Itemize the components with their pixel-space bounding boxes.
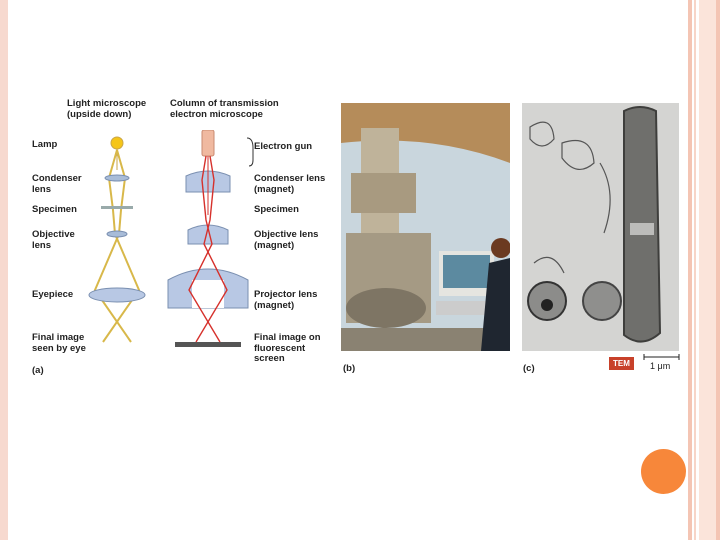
microscope-comparison-diagram (85, 130, 255, 360)
tem-column-diagram (168, 130, 248, 347)
lamp-icon (111, 137, 123, 149)
panel-b-letter: (b) (343, 363, 355, 374)
condenser-lens-label: Condenser lens (32, 174, 82, 195)
panel-a-letter: (a) (32, 365, 44, 376)
projector-lens-label: Projector lens (magnet) (254, 290, 317, 311)
final-image-screen-label: Final image on fluorescent screen (254, 333, 321, 365)
scale-bar (643, 353, 680, 361)
tem-specimen-label: Specimen (254, 205, 299, 216)
objective-lens-icon (107, 231, 127, 237)
scale-bar-label: 1 μm (650, 361, 670, 371)
left-border (0, 0, 8, 540)
light-microscope-heading: Light microscope (upside down) (67, 99, 146, 120)
decorative-orange-circle (641, 449, 686, 494)
condenser-magnet-label: Condenser lens (magnet) (254, 174, 325, 195)
tem-badge: TEM (609, 357, 634, 370)
objective-lens-label: Objective lens (32, 230, 75, 251)
light-microscope-diagram (89, 137, 145, 342)
electron-gun-icon (202, 130, 214, 156)
tem-micrograph (522, 103, 679, 351)
fluorescent-screen-icon (175, 342, 241, 347)
lamp-label: Lamp (32, 140, 57, 151)
tem-column-heading: Column of transmission electron microsco… (170, 99, 279, 120)
eyepiece-label: Eyepiece (32, 290, 73, 301)
final-image-eye-label: Final image seen by eye (32, 333, 86, 354)
right-stripe (716, 0, 720, 540)
tem-photograph (341, 103, 510, 351)
electron-gun-label: Electron gun (254, 142, 312, 153)
panel-c-letter: (c) (523, 363, 535, 374)
condenser-lens-icon (105, 175, 129, 181)
specimen-label: Specimen (32, 205, 77, 216)
eyepiece-icon (89, 288, 145, 302)
right-stripe (694, 0, 696, 540)
objective-magnet-label: Objective lens (magnet) (254, 230, 318, 251)
right-stripe (688, 0, 692, 540)
specimen-slide-icon (101, 206, 133, 209)
